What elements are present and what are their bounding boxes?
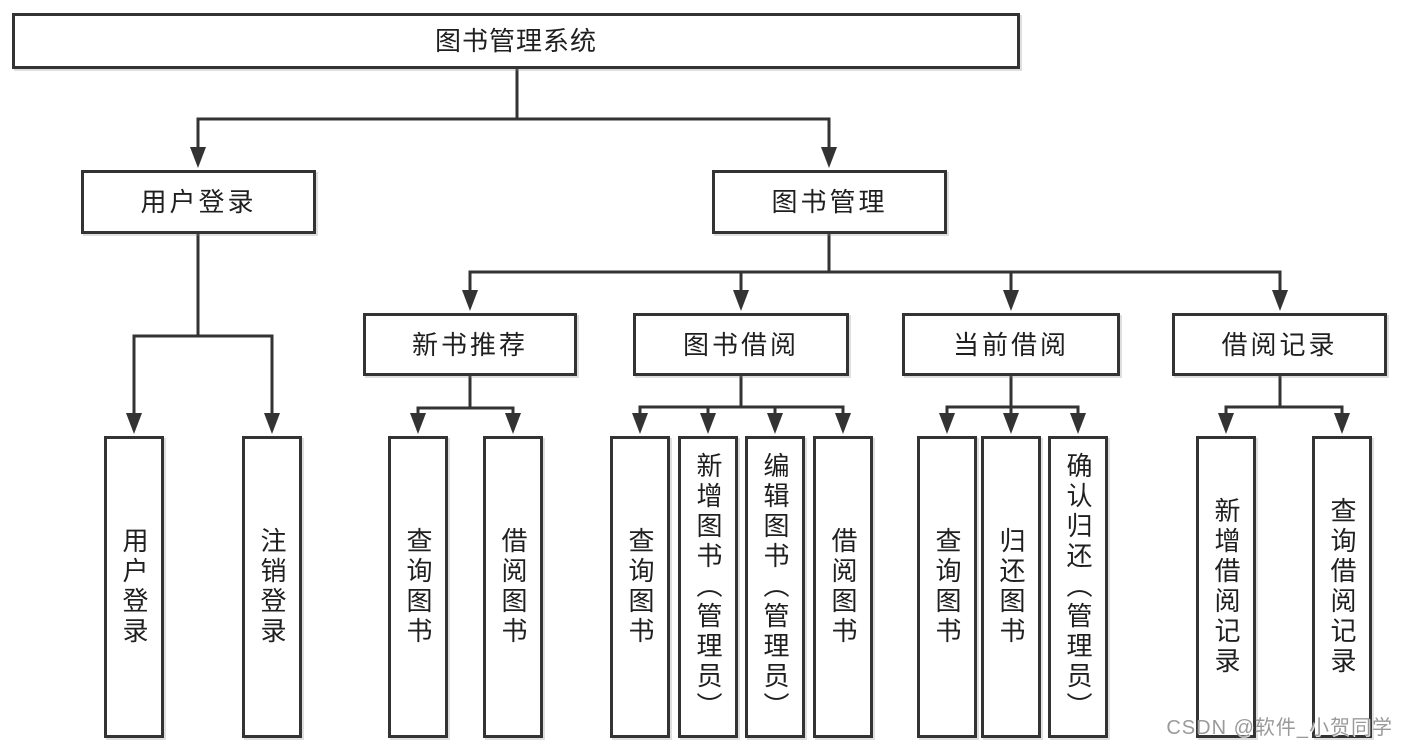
node-label: 借阅图书: [828, 527, 858, 647]
leaf-borrow-books-borrow: 借阅图书: [813, 436, 873, 738]
leaf-confirm-return-admin: 确认归还（管理员）: [1048, 436, 1108, 738]
node-root-system: 图书管理系统: [12, 13, 1020, 69]
node-label: 新书推荐: [411, 329, 528, 360]
node-label: 新增借阅记录: [1211, 497, 1241, 677]
branch-book-borrow: [638, 374, 845, 418]
node-label: 当前借阅: [952, 329, 1069, 360]
arrow-icon: [821, 147, 837, 168]
arrow-icon: [1003, 413, 1019, 434]
node-label: 查询图书: [403, 527, 433, 647]
node-label: 查询图书: [932, 527, 962, 647]
node-borrow-records: 借阅记录: [1172, 313, 1387, 376]
arrow-icon: [1334, 413, 1350, 434]
node-label: 用户登录: [140, 187, 257, 217]
leaf-add-borrow-record: 新增借阅记录: [1196, 436, 1256, 738]
node-label: 查询借阅记录: [1327, 497, 1357, 677]
node-book-management: 图书管理: [712, 170, 947, 234]
leaf-query-books-recommend: 查询图书: [388, 436, 448, 738]
leaf-query-books-borrow: 查询图书: [610, 436, 670, 738]
leaf-query-books-current: 查询图书: [917, 436, 977, 738]
csdn-watermark: CSDN @软件_小贺同学: [1166, 717, 1393, 739]
leaf-borrow-books-recommend: 借阅图书: [483, 436, 543, 738]
arrow-icon: [1070, 413, 1086, 434]
node-label: 借阅图书: [498, 527, 528, 647]
node-book-borrow: 图书借阅: [633, 313, 849, 376]
arrowheads: [126, 147, 1350, 434]
arrow-icon: [410, 413, 426, 434]
arrow-icon: [462, 290, 478, 311]
arrow-icon: [505, 413, 521, 434]
arrow-icon: [939, 413, 955, 434]
node-current-borrow: 当前借阅: [902, 313, 1120, 376]
arrow-icon: [733, 290, 749, 311]
branch-book-mgmt: [468, 232, 1282, 294]
leaf-logout-login: 注销登录: [242, 436, 302, 738]
arrow-icon: [1272, 290, 1288, 311]
arrow-icon: [126, 413, 142, 434]
branch-borrow-records: [1224, 374, 1344, 418]
arrow-icon: [632, 413, 648, 434]
arrow-icon: [190, 147, 206, 168]
leaf-user-login: 用户登录: [104, 436, 164, 738]
arrow-icon: [1218, 413, 1234, 434]
node-label: 注销登录: [257, 527, 287, 647]
branch-root: [196, 67, 831, 152]
node-label: 用户登录: [119, 527, 149, 647]
node-label: 查询图书: [625, 527, 655, 647]
leaf-edit-books-admin: 编辑图书（管理员）: [745, 436, 805, 738]
arrow-icon: [767, 413, 783, 434]
arrow-icon: [700, 413, 716, 434]
arrow-icon: [264, 413, 280, 434]
node-label: 图书管理: [771, 187, 888, 217]
node-label: 归还图书: [996, 527, 1026, 647]
node-user-login: 用户登录: [81, 170, 316, 234]
node-label: 确认归还（管理员）: [1063, 452, 1093, 722]
leaf-return-books: 归还图书: [981, 436, 1041, 738]
arrow-icon: [835, 413, 851, 434]
branch-current-borrow: [945, 374, 1080, 418]
leaf-query-borrow-record: 查询借阅记录: [1312, 436, 1372, 738]
node-label: 新增图书（管理员）: [693, 452, 723, 722]
node-label: 图书借阅: [682, 329, 799, 360]
branch-user-login: [132, 232, 274, 418]
node-label: 图书管理系统: [434, 26, 597, 56]
node-label: 借阅记录: [1221, 329, 1338, 360]
branch-new-book: [416, 374, 515, 418]
node-new-book-recommend: 新书推荐: [363, 313, 577, 376]
node-label: 编辑图书（管理员）: [760, 452, 790, 722]
leaf-add-books-admin: 新增图书（管理员）: [678, 436, 738, 738]
arrow-icon: [1003, 290, 1019, 311]
